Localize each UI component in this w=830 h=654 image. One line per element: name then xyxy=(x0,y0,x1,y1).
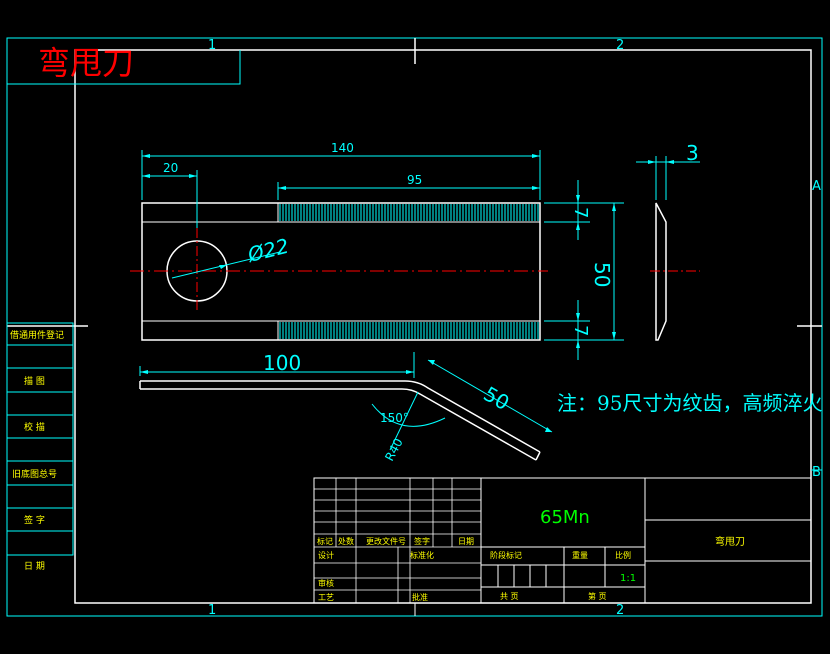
dim-bend-leg: 50 xyxy=(480,382,514,416)
dim-overall-length: 140 xyxy=(331,141,354,155)
dim-bend-angle: 150° xyxy=(380,411,409,425)
tb-stage-mark: 阶段标记 xyxy=(490,550,522,560)
left-row-3: 旧底图总号 xyxy=(12,468,57,480)
tb-left-2: 工艺 xyxy=(318,593,334,602)
zone-bottom-1: 1 xyxy=(208,603,216,618)
left-row-4: 签 字 xyxy=(24,514,45,526)
left-panel-labels: 借通用件登记 描 图 校 描 旧底图总号 签 字 日 期 xyxy=(10,329,64,572)
dim-edge-top: 7 xyxy=(570,207,591,218)
tb-part-name: 弯甩刀 xyxy=(715,535,745,548)
tb-header-0: 标记 xyxy=(317,536,333,546)
dimension-lines xyxy=(141,150,624,360)
tb-weight: 重量 xyxy=(572,550,588,560)
tb-header-3: 签字 xyxy=(414,536,430,546)
dim-width: 50 xyxy=(590,262,614,287)
tb-header-2: 更改文件号 xyxy=(366,536,406,546)
title-corner: 弯甩刀 xyxy=(38,44,134,82)
left-panel xyxy=(6,322,74,556)
bent-dimension-lines xyxy=(139,352,553,451)
dim-hole-offset: 20 xyxy=(163,161,178,175)
tb-header-4: 日期 xyxy=(458,537,474,546)
blade-front-view xyxy=(130,202,548,341)
dimension-arrows xyxy=(142,154,616,348)
blade-side-view xyxy=(650,202,700,341)
dim-hole-diameter: Ø22 xyxy=(244,234,291,267)
note-text: 注：95尺寸为纹齿，高频淬火 xyxy=(557,391,822,415)
dim-edge-bottom: 7 xyxy=(570,325,591,336)
tb-sheet-num: 第 页 xyxy=(588,591,607,601)
tb-scale-value: 1:1 xyxy=(620,573,636,584)
dim-bend-straight: 100 xyxy=(263,351,301,375)
left-row-1: 描 图 xyxy=(24,375,45,387)
tb-header-1: 处数 xyxy=(338,536,354,546)
dim-thickness: 3 xyxy=(686,141,699,165)
left-row-2: 校 描 xyxy=(24,421,45,433)
tb-left-1: 审核 xyxy=(318,578,334,588)
tb-standardization: 标准化 xyxy=(410,550,434,560)
zone-top-2: 2 xyxy=(616,38,624,53)
dim-serrated-length: 95 xyxy=(407,173,422,187)
tb-sheet-total: 共 页 xyxy=(500,592,519,601)
left-row-5: 日 期 xyxy=(24,561,45,572)
title-block-header-labels: 标记 处数 更改文件号 签字 日期 设计 审核 工艺 标准化 批准 阶段标记 重… xyxy=(317,535,745,602)
title-block xyxy=(313,477,812,604)
serration-top xyxy=(279,204,539,221)
bent-dimension-arrows xyxy=(140,360,552,432)
tb-approve: 批准 xyxy=(412,592,428,602)
dim-bend-radius: R40 xyxy=(382,436,405,463)
zone-top-1: 1 xyxy=(208,38,216,53)
tb-scale: 比例 xyxy=(615,550,631,560)
left-row-0: 借通用件登记 xyxy=(10,329,64,341)
blade-bent-view xyxy=(139,380,541,461)
zone-right-b: B xyxy=(812,465,821,480)
zone-right-a: A xyxy=(812,179,821,194)
title-block-grid xyxy=(314,478,481,603)
tb-material: 65Mn xyxy=(540,507,590,528)
serration-bottom xyxy=(279,322,539,339)
title-corner-box xyxy=(7,50,241,85)
tb-left-0: 设计 xyxy=(318,550,334,560)
zone-bottom-2: 2 xyxy=(616,603,624,618)
